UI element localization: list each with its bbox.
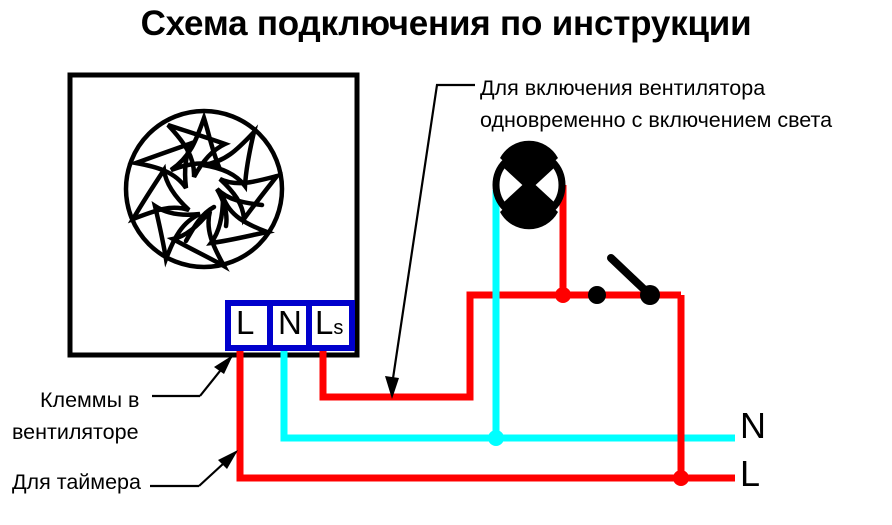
junction-dot-live-rail — [555, 287, 571, 303]
terminal-label-l: L — [236, 304, 255, 341]
arrowhead-timer — [218, 450, 238, 469]
arrowhead-note — [385, 376, 399, 399]
light-switch-icon[interactable] — [588, 254, 660, 305]
annotation-terminals-line-1: Клеммы в — [40, 388, 140, 412]
page-title: Схема подключения по инструкции — [140, 4, 752, 43]
wire-ls-terminal-to-switch-rail — [319, 291, 681, 401]
terminal-label-ls: Ls — [315, 306, 343, 339]
junction-dot-live-bus — [673, 470, 689, 486]
terminal-label-ls-main: L — [315, 304, 334, 341]
annotation-note-line-1: Для включения вентилятора — [480, 76, 766, 100]
annotation-timer-label: Для таймера — [12, 470, 141, 494]
terminal-block[interactable] — [225, 300, 355, 351]
wire-live-terminal-to-bus — [236, 345, 731, 482]
annotation-terminals-line-2: вентиляторе — [12, 420, 139, 444]
leader-note — [390, 83, 475, 386]
lamp-symbol-icon — [492, 140, 566, 230]
terminal-label-ls-subscript: s — [333, 317, 344, 339]
bus-label-line: L — [740, 453, 761, 494]
arrowhead-terminals — [214, 355, 233, 374]
fan-impeller-icon — [123, 108, 285, 272]
junction-dot-neutral-bus — [488, 430, 504, 446]
wire-neutral-terminal-to-bus — [280, 345, 731, 442]
terminal-label-n: N — [278, 304, 302, 341]
annotation-note-line-2: одновременно с включением света — [480, 108, 833, 132]
bus-label-neutral: N — [740, 405, 766, 446]
